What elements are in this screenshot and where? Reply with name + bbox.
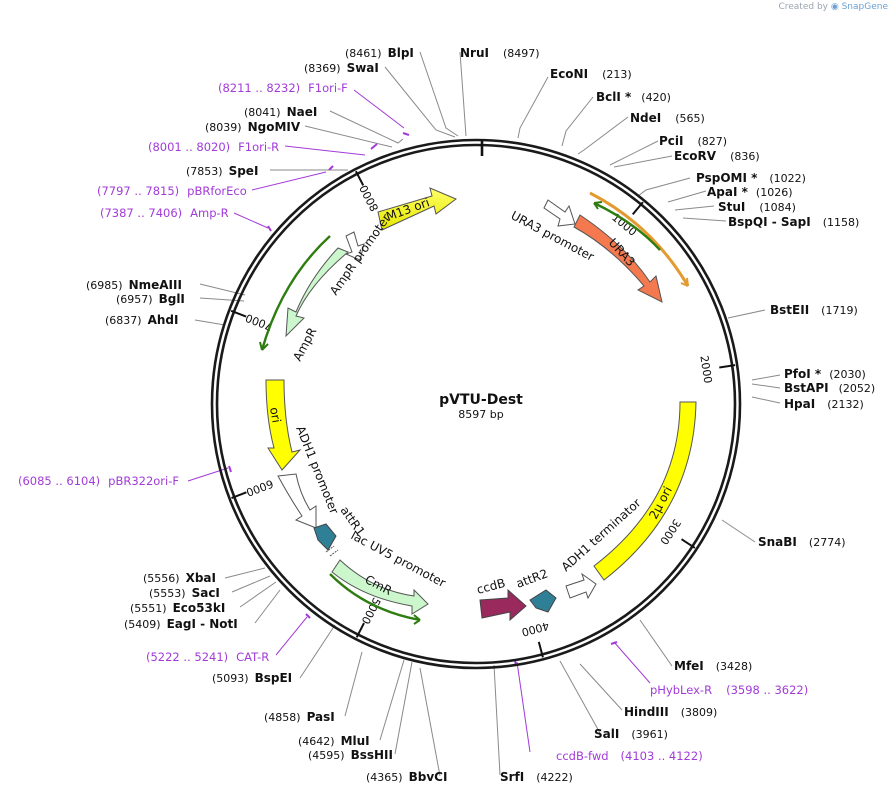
primer-amp-r: (7387 .. 7406)Amp-R xyxy=(100,206,229,220)
site-pasi: (4858)PasI xyxy=(264,710,335,724)
site-econi: EcoNI(213) xyxy=(550,67,632,81)
site-snabi: SnaBI(2774) xyxy=(758,535,845,549)
primer-ccdb-fwd: ccdB-fwd(4103 .. 4122) xyxy=(556,749,703,763)
site-pfoi: PfoI *(2030) xyxy=(784,367,866,381)
site-ahdi: (6837)AhdI xyxy=(105,313,178,327)
site-bgli: (6957)BglI xyxy=(116,292,185,306)
primer-cat-r: (5222 .. 5241)CAT-R xyxy=(146,650,269,664)
label-attr2: attR2 xyxy=(514,566,550,590)
primer-pbr322ori-f: (6085 .. 6104)pBR322ori-F xyxy=(18,474,179,488)
feature-attr2 xyxy=(529,589,557,613)
site-mfei: MfeI(3428) xyxy=(674,659,752,673)
feature-attr1 xyxy=(313,523,337,551)
lac-operator-mark xyxy=(325,545,339,557)
backbone-outer xyxy=(210,138,742,670)
label-ampr: AmpR xyxy=(290,325,319,363)
tick-mark xyxy=(355,622,365,638)
site-pspomi: PspOMI *(1022) xyxy=(696,171,806,185)
tick-label: 4000 xyxy=(520,619,550,639)
primer-leader-lines xyxy=(187,89,651,753)
site-bsshii: (4595)BssHII xyxy=(308,748,393,762)
feature-ura3-promoter xyxy=(543,199,576,227)
ura3-orange-arrowhead xyxy=(680,277,689,287)
backbone-inner xyxy=(215,143,737,665)
snapgene-logo: ◉ SnapGene xyxy=(830,2,888,12)
feature-adh1-promoter xyxy=(277,473,317,529)
site-ndei: NdeI(565) xyxy=(630,111,705,125)
tick-mark xyxy=(680,538,696,549)
ampr-green-arc xyxy=(260,235,331,351)
site-bspqi-sapi: BspQI - SapI(1158) xyxy=(728,215,859,229)
tick-mark xyxy=(631,201,644,216)
site-xbai: (5556)XbaI xyxy=(143,571,216,585)
tick-label: 3000 xyxy=(657,516,683,547)
feature-cmr xyxy=(331,559,429,615)
primer-labels: (8211 .. 8232)F1ori-F (8001 .. 8020)F1or… xyxy=(18,81,808,763)
ampr-arrowhead xyxy=(259,341,269,351)
site-sali: SalI(3961) xyxy=(594,727,668,741)
primer-f1ori-f: (8211 .. 8232)F1ori-F xyxy=(218,81,348,95)
feature-m13-ori xyxy=(377,187,457,231)
feature-ampr-promoter xyxy=(344,231,365,261)
site-blpi: (8461)BlpI xyxy=(345,46,414,60)
site-swai: (8369)SwaI xyxy=(304,61,379,75)
plasmid-length: 8597 bp xyxy=(458,408,503,421)
tick-mark xyxy=(354,170,365,186)
ura3-outer-arc xyxy=(589,191,690,287)
site-pcii: PciI(827) xyxy=(659,134,727,148)
credit-prefix: Created by xyxy=(778,2,828,12)
site-bstapi: BstAPI(2052) xyxy=(784,381,875,395)
tick-label: 8000 xyxy=(357,183,381,214)
cmr-arrowhead xyxy=(413,614,421,625)
snapgene-credit: Created by ◉ SnapGene xyxy=(778,2,888,12)
primer-phyblex-r: pHybLex-R(3598 .. 3622) xyxy=(650,683,808,697)
feature-adh1-terminator xyxy=(565,572,597,600)
site-bsteii: BstEII(1719) xyxy=(770,303,858,317)
plasmid-name: pVTU-Dest xyxy=(439,392,523,408)
site-hindiii: HindIII(3809) xyxy=(624,705,717,719)
tick-label: 6000 xyxy=(244,477,275,499)
primer-pbrforeco: (7797 .. 7815)pBRforEco xyxy=(97,184,247,198)
ura3-green-arc xyxy=(593,201,661,251)
tick-mark xyxy=(231,491,247,500)
feature-ampr xyxy=(285,247,349,338)
site-labels: (8461)BlpI (8369)SwaI (8041)NaeI (8039)N… xyxy=(86,46,875,784)
site-spei: (7853)SpeI xyxy=(186,164,258,178)
site-eco53ki: (5551)Eco53kI xyxy=(130,601,225,615)
site-bbvci: (4365)BbvCI xyxy=(366,770,447,784)
site-nrui: NruI(8497) xyxy=(460,46,540,60)
tick-mark xyxy=(230,309,247,318)
cmr-green-arc xyxy=(329,573,421,622)
site-saci: (5553)SacI xyxy=(149,586,220,600)
site-bspei: (5093)BspEI xyxy=(212,671,292,685)
feature-ccdb xyxy=(479,588,527,622)
tick-mark xyxy=(719,364,736,369)
site-eagi-noti: (5409)EagI - NotI xyxy=(124,617,238,631)
site-ngomiv: (8039)NgoMIV xyxy=(205,120,301,134)
feature-2u-ori xyxy=(593,401,697,581)
site-mlui: (4642)MluI xyxy=(298,734,370,748)
label-ori: ori xyxy=(267,406,283,424)
feature-ori xyxy=(265,379,302,471)
leader-lines xyxy=(194,51,781,777)
site-hpai: HpaI(2132) xyxy=(784,397,864,411)
site-bcli: BclI *(420) xyxy=(596,90,671,104)
feature-ura3 xyxy=(573,214,663,303)
tick-mark xyxy=(537,641,544,658)
site-srfi: SrfI(4222) xyxy=(500,770,573,784)
tick-label: 2000 xyxy=(697,355,714,385)
ura3-green-arrowhead xyxy=(593,201,603,210)
site-naei: (8041)NaeI xyxy=(244,105,317,119)
label-ccdb: ccdB xyxy=(475,576,507,597)
site-stui: StuI(1084) xyxy=(718,200,796,214)
site-nmeaiii: (6985)NmeAIII xyxy=(86,278,182,292)
primer-f1ori-r: (8001 .. 8020)F1ori-R xyxy=(148,140,279,154)
credit-brand: SnapGene xyxy=(841,2,888,12)
site-apai: ApaI *(1026) xyxy=(707,185,792,199)
site-ecorv: EcoRV(836) xyxy=(674,149,760,163)
